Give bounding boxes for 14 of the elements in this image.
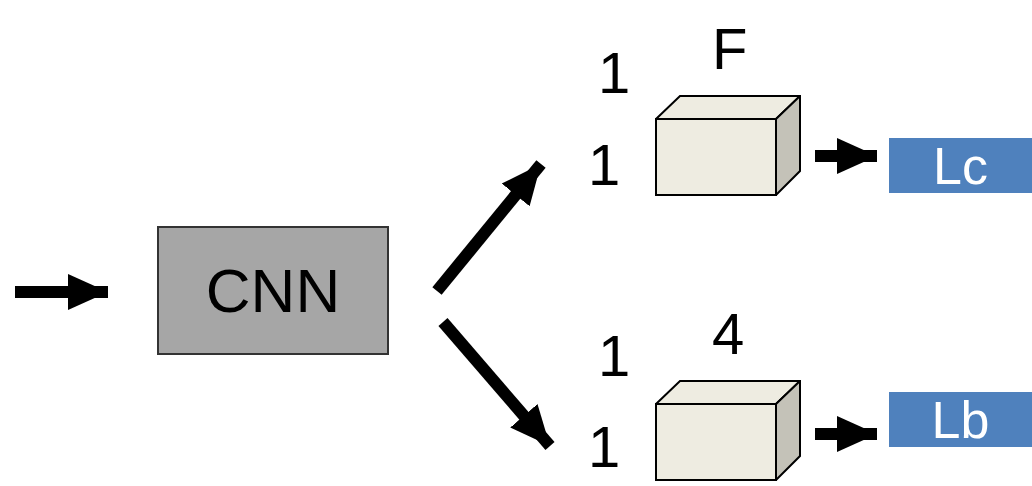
output-box: Lc — [889, 138, 1032, 193]
dimension-label: 1 — [598, 44, 631, 102]
dimension-label: 1 — [588, 136, 621, 194]
output-box: Lb — [889, 392, 1032, 447]
dimension-label: F — [712, 20, 748, 78]
dimension-label: 1 — [588, 418, 621, 476]
arrow — [432, 160, 546, 295]
arrow — [15, 274, 108, 310]
process-box: CNN — [157, 226, 389, 355]
dimension-label: 4 — [712, 305, 745, 363]
arrow — [815, 416, 877, 452]
arrow — [815, 138, 877, 174]
dimension-label: 1 — [598, 327, 631, 385]
arrow — [438, 318, 555, 450]
